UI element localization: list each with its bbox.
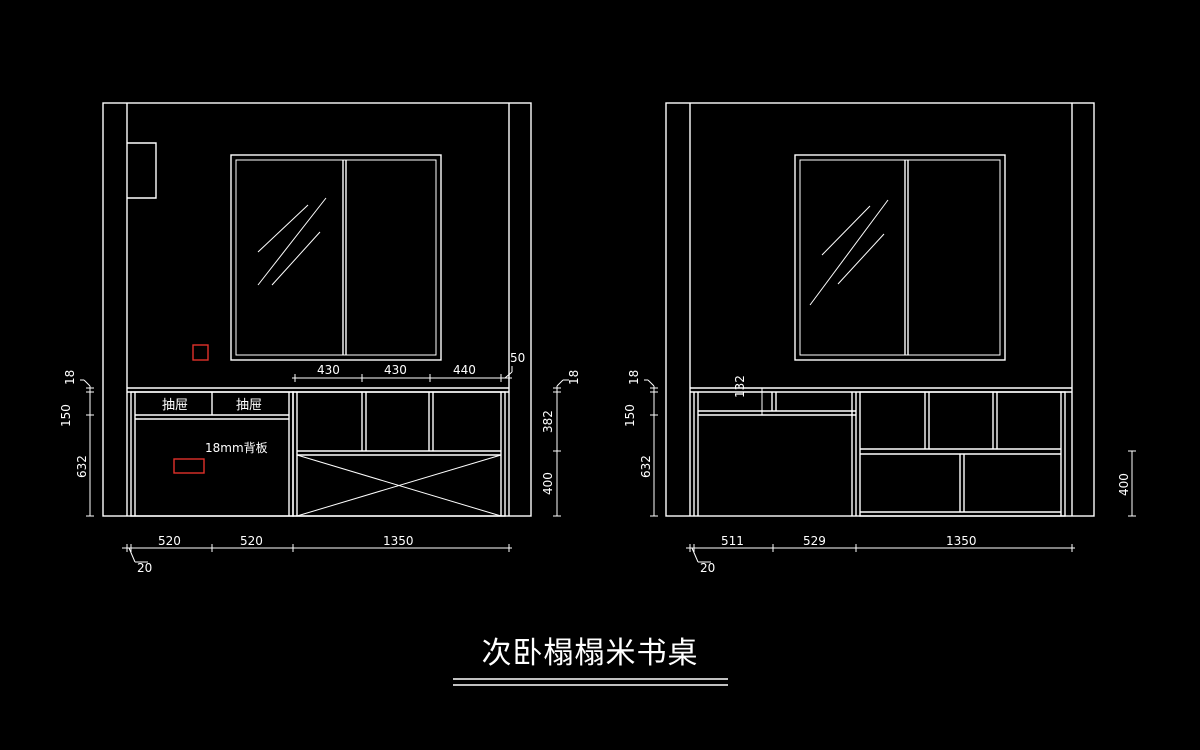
dim-top-430-2: 430 [384, 363, 407, 377]
right-elevation: 132 18 150 632 400 [623, 102, 1136, 575]
dim-left-18: 18 [63, 370, 77, 385]
dim-right-400: 400 [541, 472, 555, 495]
dim-bottom2-529: 529 [803, 534, 826, 548]
dim-top-440: 440 [453, 363, 476, 377]
left-elevation: 抽屉 抽屉 18mm背板 430 430 440 50 18 [59, 102, 581, 575]
dim-right2-400: 400 [1117, 473, 1131, 496]
right-dimensions-2: 400 [1117, 450, 1136, 517]
drawer-label-2: 抽屉 [236, 398, 262, 413]
inner-dimension: 132 [733, 375, 766, 415]
dim-left-632: 632 [75, 455, 89, 478]
dim-inner-132: 132 [733, 375, 747, 398]
glass-reflection [257, 204, 309, 253]
back-panel-label: 18mm背板 [205, 441, 268, 455]
top-dimensions: 430 430 440 50 [292, 351, 525, 382]
dim-left2-18: 18 [627, 370, 641, 385]
dim-top-430-1: 430 [317, 363, 340, 377]
dim-top-50: 50 [510, 351, 525, 365]
left-dimensions-2: 18 150 632 [623, 370, 658, 517]
drawer-label-1: 抽屉 [162, 398, 188, 413]
window-2 [794, 154, 1006, 361]
bottom-dimensions-2: 511 529 1350 20 [686, 534, 1075, 575]
dim-right-382: 382 [541, 410, 555, 433]
cabinet-cross-2 [296, 454, 502, 517]
bottom-dimensions: 520 520 1350 20 [122, 534, 512, 575]
red-rect-mark [173, 458, 205, 474]
window [230, 154, 442, 361]
cabinet-right [292, 391, 506, 517]
dim-bottom-1350: 1350 [383, 534, 414, 548]
glass-reflection-2 [821, 205, 871, 256]
dim-bottom2-1350: 1350 [946, 534, 977, 548]
right-dimensions: 18 382 400 [541, 370, 581, 517]
left-wall-frame [102, 102, 532, 517]
dim-bottom-20: 20 [137, 561, 152, 575]
dim-bottom-520-2: 520 [240, 534, 263, 548]
wall-box [127, 142, 157, 199]
dim-bottom2-20: 20 [700, 561, 715, 575]
dim-bottom-520-1: 520 [158, 534, 181, 548]
socket-mark [192, 344, 209, 361]
drawing-title: 次卧榻榻米书桌 [482, 636, 699, 671]
dim-left2-632: 632 [639, 455, 653, 478]
dim-right-18: 18 [567, 370, 581, 385]
dim-left2-150: 150 [623, 404, 637, 427]
left-dimensions: 18 150 632 [59, 370, 94, 517]
dim-bottom2-511: 511 [721, 534, 744, 548]
dim-left-150: 150 [59, 404, 73, 427]
